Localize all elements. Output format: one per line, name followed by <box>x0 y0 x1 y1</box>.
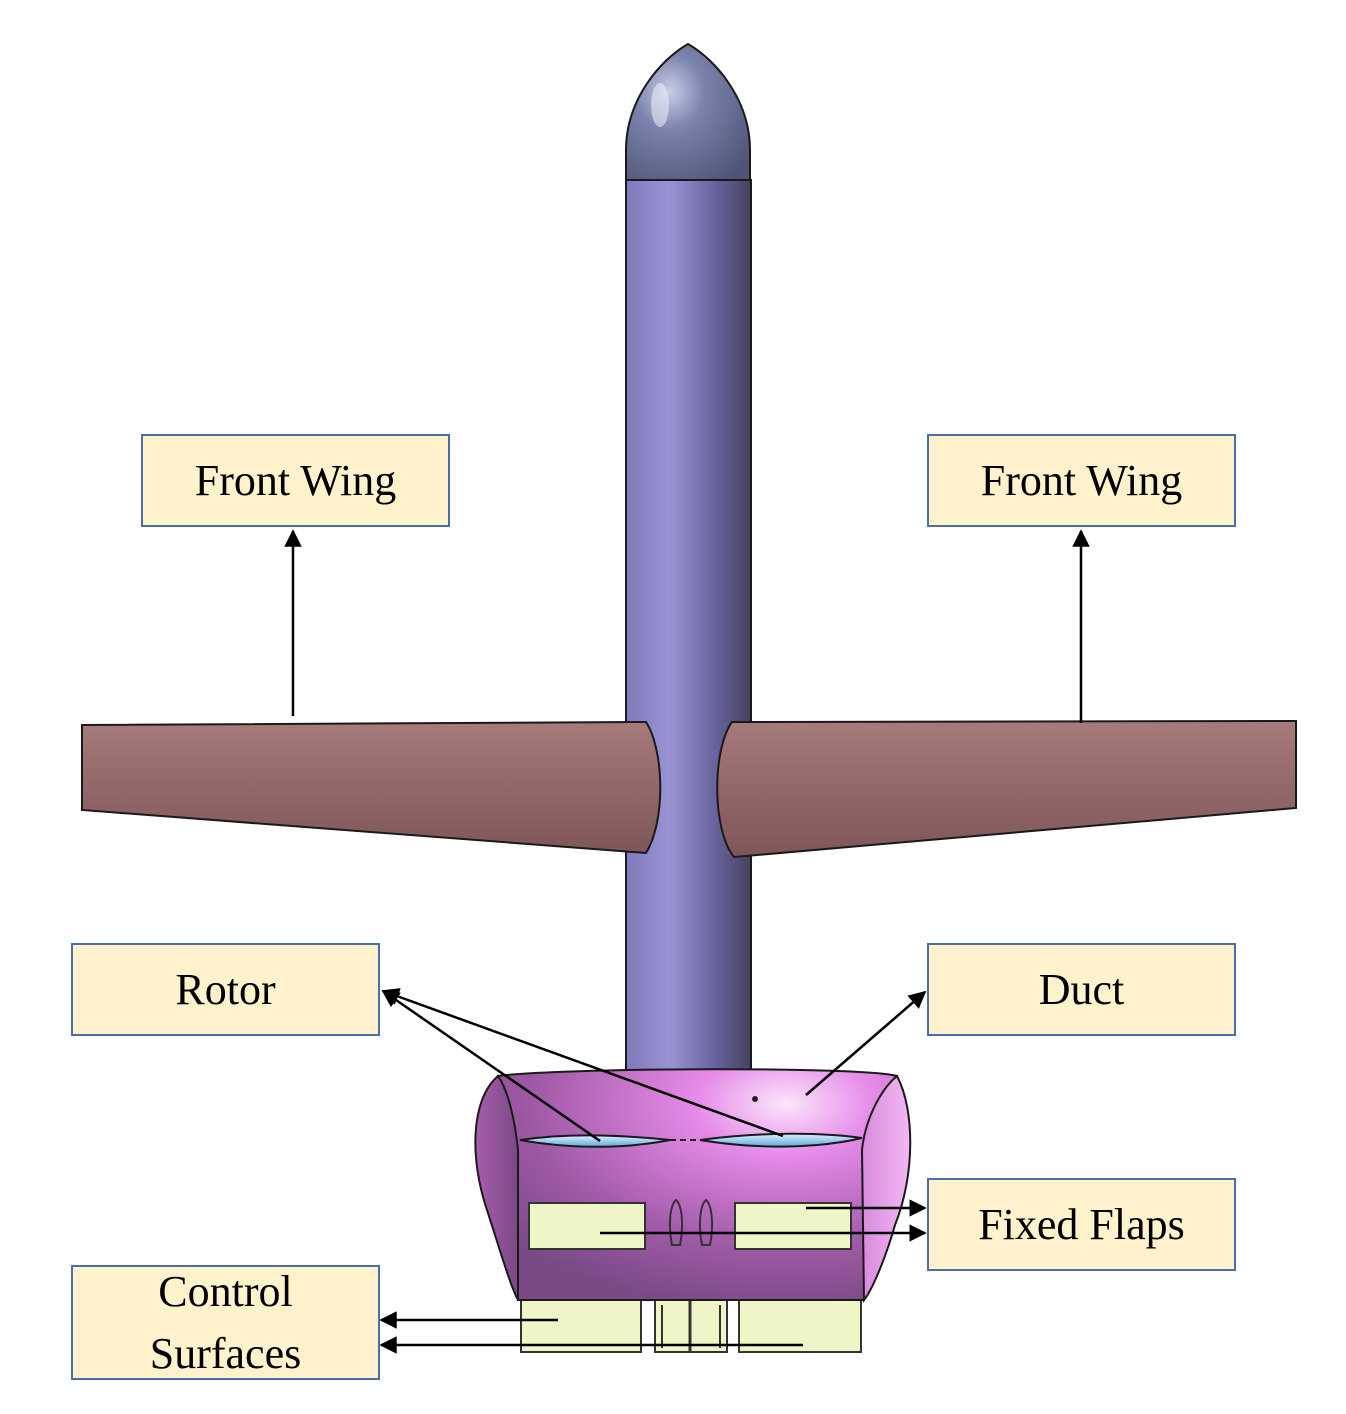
label-front-wing-left-text: Front Wing <box>194 455 397 505</box>
label-fixed-flaps: Fixed Flaps <box>927 1178 1236 1271</box>
label-duct-text: Duct <box>1038 964 1125 1014</box>
leader-arrows <box>284 529 1090 1354</box>
label-rotor-text: Rotor <box>175 964 276 1014</box>
front-wing-left <box>81 720 662 855</box>
nose-cone <box>625 42 751 181</box>
nose-highlight <box>651 83 669 127</box>
label-control-surfaces-line1: Control <box>158 1266 293 1316</box>
label-control-surfaces-line2: Surfaces <box>149 1328 302 1378</box>
arrow-rotor-b <box>381 988 784 1138</box>
front-wing-right <box>716 719 1297 859</box>
label-rotor: Rotor <box>71 943 380 1036</box>
label-front-wing-right: Front Wing <box>927 434 1236 527</box>
label-control-surfaces: Control Surfaces <box>71 1265 380 1380</box>
label-duct: Duct <box>927 943 1236 1036</box>
arrow-rotor-a <box>381 989 601 1143</box>
fixed-flaps <box>528 1198 852 1250</box>
label-front-wing-right-text: Front Wing <box>980 455 1183 505</box>
label-front-wing-left: Front Wing <box>141 434 450 527</box>
rotor-blades <box>519 1132 863 1148</box>
label-fixed-flaps-text: Fixed Flaps <box>978 1199 1185 1249</box>
fuselage <box>625 179 752 1081</box>
arrow-duct <box>805 990 927 1096</box>
